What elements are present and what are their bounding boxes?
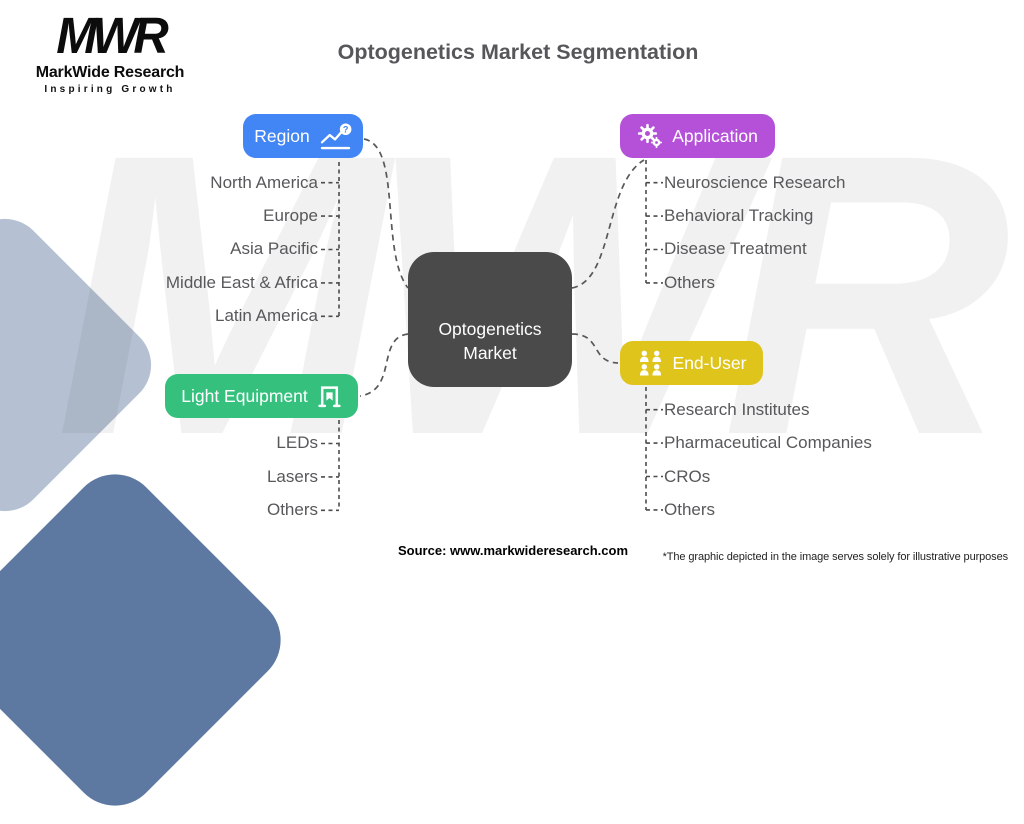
chart-question-icon: ? bbox=[320, 122, 352, 149]
segment-item: Behavioral Tracking bbox=[664, 206, 814, 226]
region-node-label: Region bbox=[254, 125, 310, 146]
brand-logo: MWR MarkWide Research Inspiring Growth bbox=[28, 7, 192, 95]
node-light-equipment: Light Equipment bbox=[165, 374, 358, 418]
logo-name: MarkWide Research bbox=[35, 64, 185, 81]
source-text: Source: www.markwideresearch.com bbox=[398, 543, 629, 558]
application-list: Neuroscience Research Behavioral Trackin… bbox=[664, 166, 845, 300]
decor-diamond-light bbox=[0, 202, 168, 528]
end-user-node-label: End-User bbox=[672, 352, 747, 373]
node-region: Region ? bbox=[243, 114, 363, 158]
segment-item: Others bbox=[664, 500, 716, 520]
disclaimer-text: *The graphic depicted in the image serve… bbox=[662, 551, 1008, 563]
segment-item: Middle East & Africa bbox=[165, 272, 318, 292]
segment-item: Disease Treatment bbox=[664, 239, 807, 259]
segment-item: Asia Pacific bbox=[230, 239, 318, 259]
node-end-user: End-User bbox=[620, 341, 763, 385]
end-user-list: Research Institutes Pharmaceutical Compa… bbox=[664, 393, 872, 527]
gears-icon bbox=[638, 123, 663, 149]
infographic-canvas: MWR MWR MarkWide Research Inspiring Grow… bbox=[0, 7, 1011, 824]
logo-tagline: Inspiring Growth bbox=[44, 84, 176, 95]
logo-mark: MWR bbox=[56, 7, 168, 65]
segment-item: CROs bbox=[664, 466, 711, 486]
segment-item: Research Institutes bbox=[664, 399, 810, 419]
segment-item: Others bbox=[664, 272, 716, 292]
segment-item: Neuroscience Research bbox=[664, 172, 846, 192]
segment-item: Lasers bbox=[266, 466, 318, 486]
page-title: Optogenetics Market Segmentation bbox=[337, 40, 699, 64]
svg-text:?: ? bbox=[343, 124, 349, 134]
light-equipment-node-label: Light Equipment bbox=[181, 385, 308, 406]
decor-diamond-slate bbox=[0, 456, 299, 824]
segment-item: Others bbox=[266, 500, 318, 520]
segment-item: Pharmaceutical Companies bbox=[664, 433, 872, 453]
application-node-label: Application bbox=[672, 125, 758, 146]
segment-item: Latin America bbox=[215, 306, 318, 326]
segment-item: North America bbox=[210, 172, 318, 192]
segment-item: Europe bbox=[263, 206, 318, 226]
region-list: North America Europe Asia Pacific Middle… bbox=[166, 166, 318, 333]
segment-item: LEDs bbox=[276, 433, 318, 453]
light-equipment-list: LEDs Lasers Others bbox=[267, 427, 318, 527]
node-application: Application bbox=[620, 114, 775, 158]
people-group-icon bbox=[639, 350, 661, 376]
center-node: Optogenetics Market bbox=[408, 252, 572, 387]
award-banner-icon bbox=[318, 385, 341, 407]
